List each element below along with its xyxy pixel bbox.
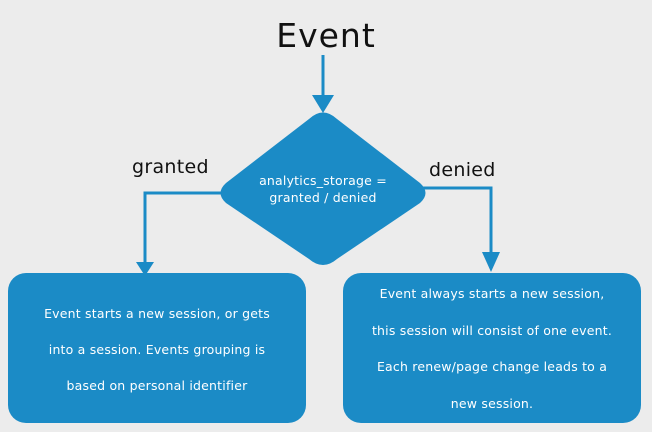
decision-text-line-2: granted / denied (269, 190, 377, 205)
decision-diamond (220, 112, 426, 265)
outcome-granted-line-2: into a session. Events grouping is (48, 342, 266, 357)
branch-label-granted: granted (132, 156, 209, 178)
outcome-denied-line-2: this session will consist of one event. (371, 322, 613, 338)
outcome-denied-line-3: Each renew/page change leads to a (376, 359, 608, 374)
connector-granted (143, 191, 225, 265)
diagram-title: Event (276, 16, 376, 55)
outcome-box-denied: Event always starts a new session, this … (343, 273, 641, 423)
connector-denied (420, 186, 493, 258)
arrowhead-denied (482, 252, 500, 272)
outcome-box-denied-shape (343, 273, 641, 423)
outcome-denied-line-1: Event always starts a new session, (379, 286, 605, 301)
branch-label-denied: denied (429, 159, 496, 181)
outcome-box-granted-shape (8, 273, 306, 423)
outcome-granted-line-1: Event starts a new session, or gets (44, 306, 270, 321)
outcome-denied-line-4: new session. (450, 395, 534, 411)
decision-text: analytics_storage = granted / denied (230, 172, 416, 206)
outcome-box-granted: Event starts a new session, or gets into… (8, 273, 306, 423)
arrowhead-granted (136, 262, 154, 276)
outcome-granted-line-3: based on personal identifier (66, 378, 248, 393)
decision-text-line-1: analytics_storage = (259, 173, 387, 188)
arrowhead-title-to-decision (312, 95, 334, 113)
